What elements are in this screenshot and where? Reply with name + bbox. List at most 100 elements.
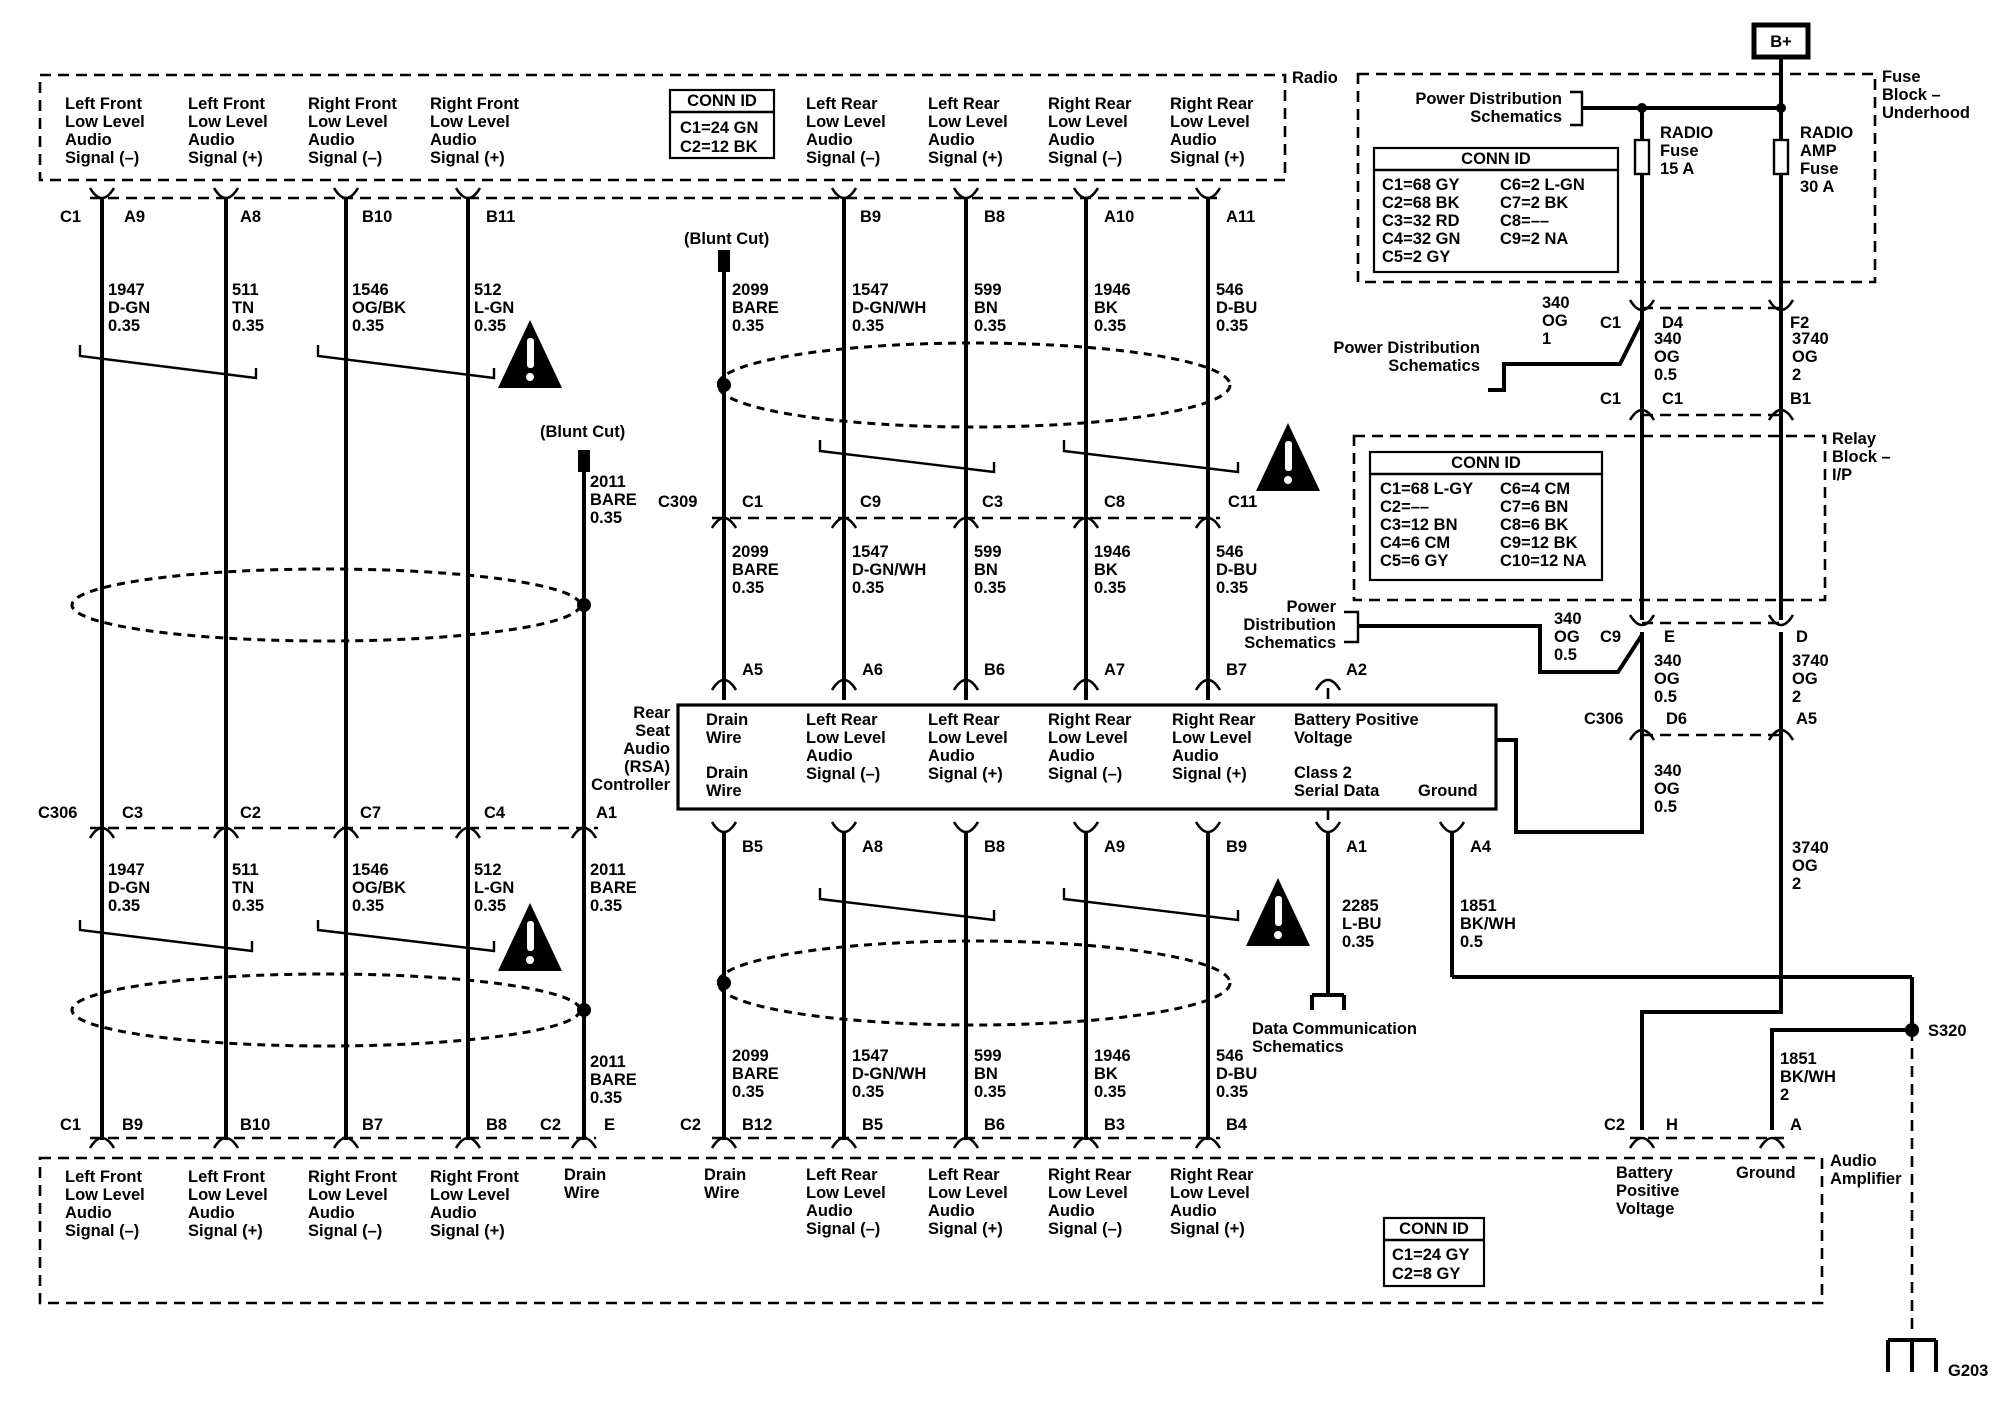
warning-icon: [498, 903, 562, 971]
svg-text:C5=6 GY: C5=6 GY: [1380, 552, 1448, 570]
svg-text:A9: A9: [1104, 838, 1125, 856]
fuse-icon: [1633, 138, 1790, 176]
svg-text:C9=2 NA: C9=2 NA: [1500, 230, 1568, 248]
svg-text:C9: C9: [1600, 628, 1621, 646]
svg-text:C1=68 GY: C1=68 GY: [1382, 176, 1460, 194]
warning-icon: [1246, 878, 1310, 946]
svg-text:A5: A5: [742, 661, 763, 679]
blunt-cut-label: (Blunt Cut): [540, 423, 625, 441]
svg-text:B4: B4: [1226, 1116, 1248, 1134]
blunt-cut-label: (Blunt Cut): [684, 230, 769, 248]
svg-text:C7: C7: [360, 804, 381, 822]
svg-text:C1: C1: [742, 493, 763, 511]
svg-text:B5: B5: [742, 838, 763, 856]
svg-text:C2=12 BK: C2=12 BK: [680, 138, 758, 156]
svg-text:C6=4 CM: C6=4 CM: [1500, 480, 1570, 498]
svg-text:A1: A1: [1346, 838, 1367, 856]
svg-text:C8: C8: [1104, 493, 1125, 511]
svg-text:B8: B8: [984, 208, 1005, 226]
svg-text:Ground: Ground: [1736, 1164, 1796, 1182]
svg-text:C1: C1: [60, 208, 81, 226]
svg-text:D4: D4: [1662, 314, 1684, 332]
svg-text:B+: B+: [1770, 33, 1792, 51]
svg-text:CONN ID: CONN ID: [1451, 454, 1521, 472]
svg-text:C5=2 GY: C5=2 GY: [1382, 248, 1450, 266]
svg-text:C2: C2: [540, 1116, 561, 1134]
svg-text:C309: C309: [658, 493, 697, 511]
svg-text:C3: C3: [982, 493, 1003, 511]
svg-text:C8=6 BK: C8=6 BK: [1500, 516, 1568, 534]
svg-text:C1=24 GN: C1=24 GN: [680, 119, 758, 137]
svg-text:B7: B7: [362, 1116, 383, 1134]
svg-text:C2: C2: [1604, 1116, 1625, 1134]
svg-text:C2=8 GY: C2=8 GY: [1392, 1265, 1460, 1283]
svg-text:C306: C306: [1584, 710, 1623, 728]
svg-text:C4=32 GN: C4=32 GN: [1382, 230, 1460, 248]
svg-text:C7=2 BK: C7=2 BK: [1500, 194, 1568, 212]
radio-connector-row: C1 A9 A8 B10 B11 B9 B8 A10 A11: [60, 187, 1255, 226]
relay-conn-id: CONN ID C1=68 L-GY C2=–– C3=12 BN C4=6 C…: [1368, 450, 1604, 582]
svg-text:H: H: [1666, 1116, 1678, 1134]
svg-text:B9: B9: [1226, 838, 1247, 856]
svg-text:B8: B8: [486, 1116, 507, 1134]
svg-text:D6: D6: [1666, 710, 1687, 728]
svg-text:B8: B8: [984, 838, 1005, 856]
warning-icon: [1256, 423, 1320, 491]
radio-conn-id: CONN ID C1=24 GN C2=12 BK: [668, 88, 776, 160]
svg-text:A5: A5: [1796, 710, 1817, 728]
svg-text:G203: G203: [1948, 1362, 1988, 1380]
svg-text:C2=68 BK: C2=68 BK: [1382, 194, 1460, 212]
warning-icon: [498, 320, 562, 388]
svg-text:B9: B9: [122, 1116, 143, 1134]
svg-text:A2: A2: [1346, 661, 1367, 679]
svg-text:A9: A9: [124, 208, 145, 226]
svg-text:C6=2 L-GN: C6=2 L-GN: [1500, 176, 1585, 194]
svg-text:B6: B6: [984, 661, 1005, 679]
svg-text:B5: B5: [862, 1116, 883, 1134]
svg-text:CONN ID: CONN ID: [1461, 150, 1531, 168]
svg-text:C9: C9: [860, 493, 881, 511]
twist-icon: [78, 345, 496, 380]
twist-icon: [818, 440, 1240, 474]
